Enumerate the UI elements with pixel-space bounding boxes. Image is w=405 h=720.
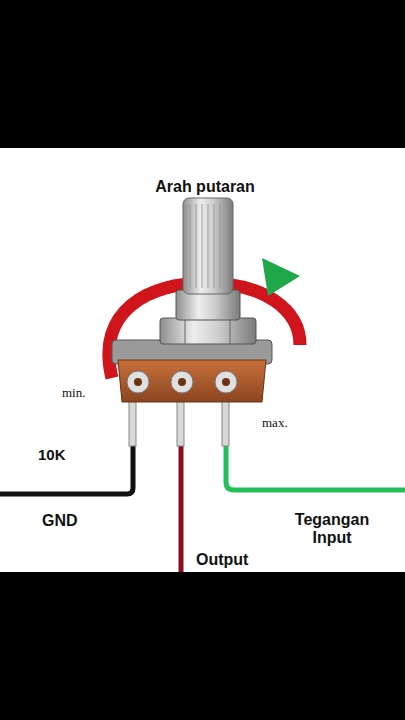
- min-label: min.: [62, 386, 112, 401]
- knurl-lines: [190, 204, 226, 288]
- terminal-lug: [171, 371, 193, 393]
- pin-name: GND: [42, 512, 102, 530]
- rotation-caption: Arah putaran: [120, 178, 290, 196]
- terminal-lug: [215, 371, 237, 393]
- terminal-pin: [177, 398, 184, 446]
- input-wire: [226, 440, 405, 490]
- rotation-arrowhead: [262, 258, 300, 296]
- pin-name: Tegangan Input: [282, 511, 382, 548]
- hex-nut: [160, 318, 256, 344]
- terminal-pin: [129, 398, 136, 446]
- resistor-board: [118, 360, 266, 402]
- terminal-hole: [222, 378, 230, 386]
- pin-name: Output: [196, 551, 286, 569]
- terminal-hole: [178, 378, 186, 386]
- terminal-pin: [222, 398, 229, 446]
- max-label: max.: [262, 416, 312, 431]
- nut-edge: [185, 318, 186, 344]
- terminal-hole: [134, 378, 142, 386]
- terminal-lug: [127, 371, 149, 393]
- nut-edge: [230, 318, 231, 344]
- output-wire: [179, 440, 184, 572]
- gnd-wire: [0, 440, 133, 494]
- knurled-shaft: [183, 198, 233, 294]
- resistance-value: 10K: [38, 446, 98, 463]
